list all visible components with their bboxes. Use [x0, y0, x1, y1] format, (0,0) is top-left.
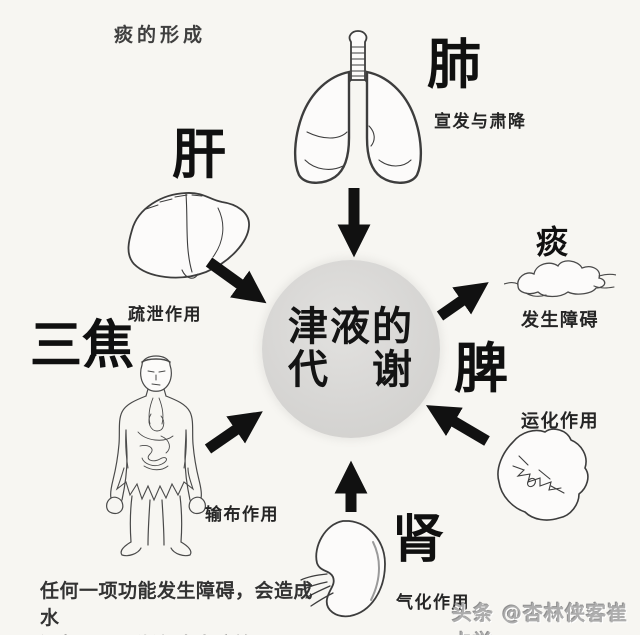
kidney-illustration	[300, 520, 386, 618]
arrow-center-to-phlegm	[436, 282, 489, 321]
liver-function-label: 疏泄作用	[128, 305, 202, 325]
watermark-text: 头条 @杏林侠客崔占举	[452, 601, 628, 635]
center-node-text-line2: 代 谢	[288, 347, 414, 393]
liver-label: 肝	[172, 123, 226, 186]
kidney-function-label: 气化作用	[396, 593, 470, 613]
sanjiao-function-label: 输布作用	[205, 505, 279, 525]
phlegm-function-label: 发生障碍	[521, 310, 599, 331]
spleen-illustration	[497, 428, 589, 521]
lung-label: 肺	[427, 33, 481, 96]
center-node-text-line1: 津液的	[288, 303, 414, 350]
kidney-label: 肾	[392, 510, 444, 570]
liver-illustration	[127, 192, 250, 279]
spleen-function-label: 运化作用	[521, 411, 599, 432]
page-title: 痰的形成	[114, 24, 207, 46]
lungs-illustration	[294, 30, 422, 184]
phlegm-label: 痰	[536, 223, 568, 261]
human-body-illustration	[106, 355, 206, 557]
footnote-text: 任何一项功能发生障碍，会造成水 湿凝聚，逐渐化生为痰饮。	[40, 578, 320, 635]
spleen-label: 脾	[454, 337, 508, 400]
lung-function-label: 宣发与肃降	[434, 112, 527, 132]
phlegm-cloud-illustration	[504, 260, 616, 298]
footnote-line1: 任何一项功能发生障碍，会造成水	[40, 580, 314, 629]
center-node: 津液的 代 谢	[262, 260, 440, 438]
sanjiao-label: 三焦	[30, 316, 135, 376]
arrow-spleen-to-center	[425, 405, 490, 446]
